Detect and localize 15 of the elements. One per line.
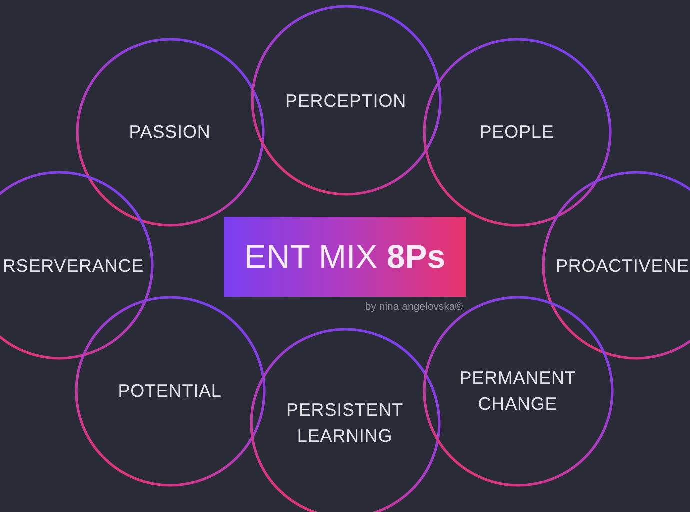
circle-label: PERCEPTION [285,90,407,113]
title-text: ENT MIX 8Ps [244,237,446,277]
concept-circle [250,4,442,196]
circle-label: POTENTIAL [118,380,222,403]
circle-label: PERSISTENT LEARNING [285,399,405,448]
author-credit: by nina angelovska® [365,301,463,314]
circle-label: PROACTIVENE [556,255,690,278]
concept-circle [76,38,264,226]
circle-label: PASSION [129,121,211,144]
circle-label: PEOPLE [480,121,554,144]
circle-label: RSERVERANCE [2,255,144,278]
title-box [224,217,466,297]
concept-circle [422,38,612,226]
concept-circle [74,296,266,486]
circle-label: PERMANENT CHANGE [458,367,578,416]
